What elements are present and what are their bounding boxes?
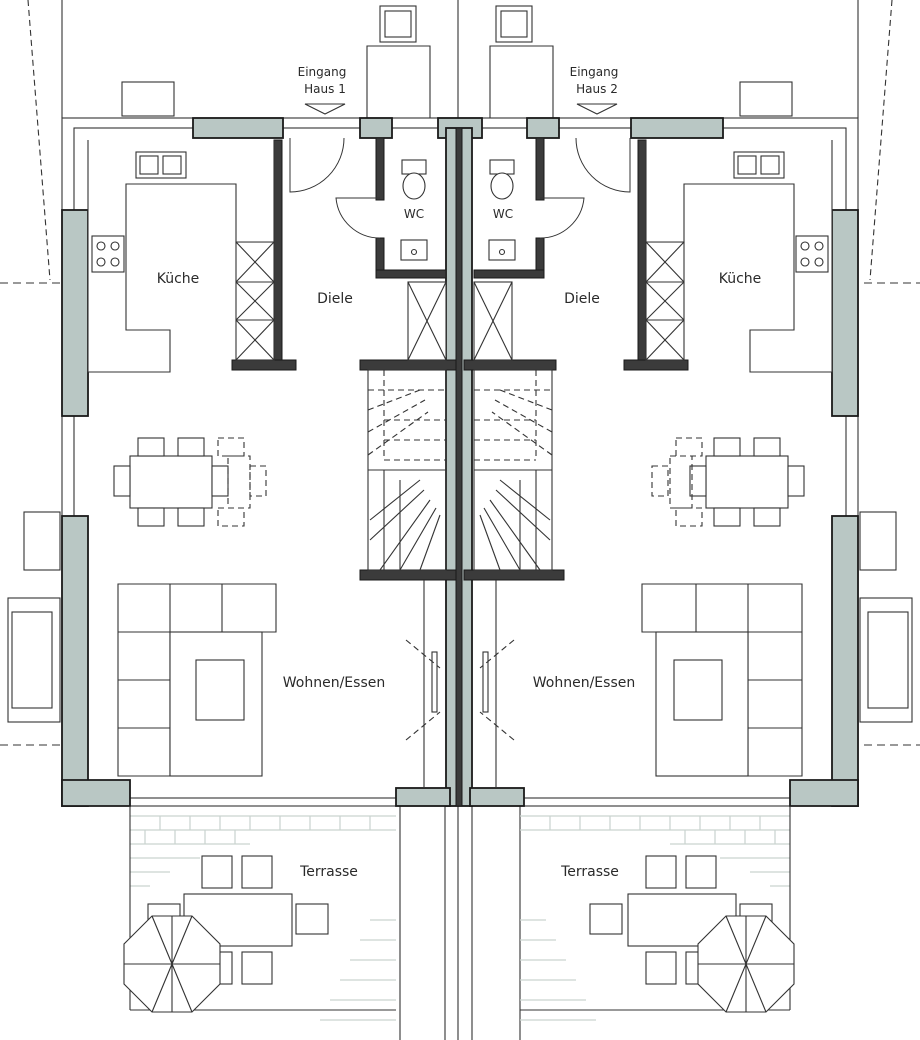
house-label-right: Haus 2 — [576, 82, 618, 96]
dining-left — [113, 437, 267, 527]
wc-label-right: WC — [493, 207, 513, 221]
terrace-label-left: Terrasse — [299, 864, 358, 880]
wc-label-left: WC — [404, 207, 424, 221]
kitchen-label-left: Küche — [157, 271, 200, 287]
terrace-furniture-right — [589, 855, 795, 1013]
hall-label-right: Diele — [564, 291, 600, 307]
living-label-left: Wohnen/Essen — [283, 675, 385, 691]
terrace-furniture-left — [123, 855, 329, 1013]
sliding-doors — [405, 580, 515, 788]
house-label-left: Haus 1 — [304, 82, 346, 96]
staircase-right — [473, 369, 553, 571]
sofa-left — [117, 583, 277, 777]
entrance-label-left: Eingang — [298, 65, 347, 79]
kitchen-left — [87, 140, 275, 373]
terrace-label-right: Terrasse — [560, 864, 619, 880]
entrance-doors — [289, 103, 631, 239]
living-label-right: Wohnen/Essen — [533, 675, 635, 691]
labels: Eingang Haus 1 Eingang Haus 2 WC WC Küch… — [157, 65, 762, 880]
kitchen-label-right: Küche — [719, 271, 762, 287]
wardrobes — [235, 241, 685, 361]
walls — [61, 117, 859, 807]
sofa-right — [641, 583, 803, 777]
entrance-label-right: Eingang — [570, 65, 619, 79]
dining-right — [651, 437, 805, 527]
kitchen-right — [645, 140, 833, 373]
staircase-left — [367, 369, 447, 571]
wc-fixtures — [400, 159, 516, 261]
hall-label-left: Diele — [317, 291, 353, 307]
